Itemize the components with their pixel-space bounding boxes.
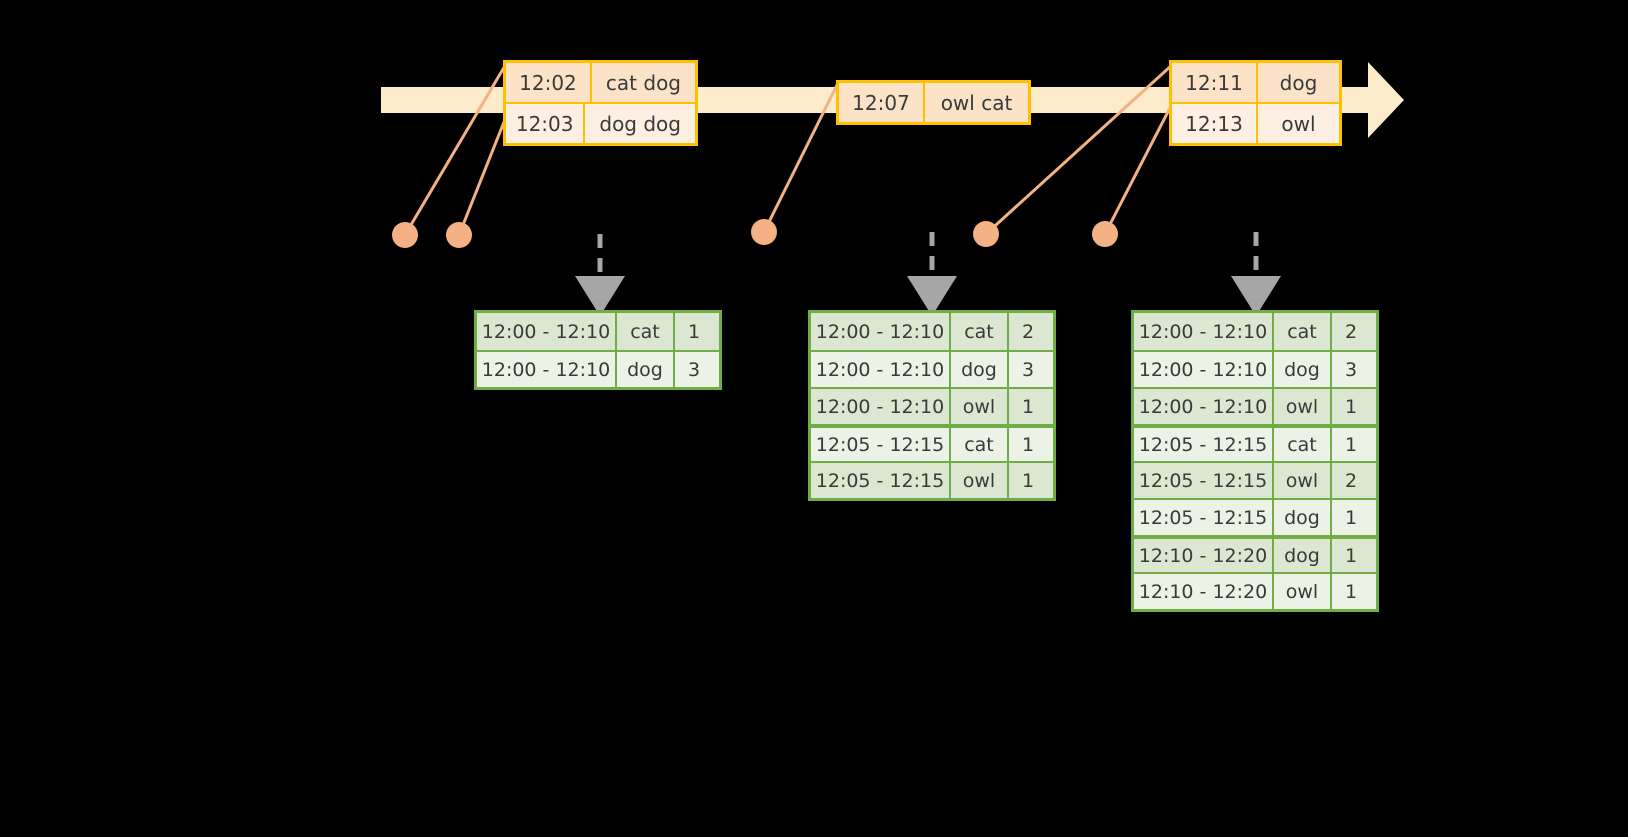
cell-window: 12:05 - 12:15 (1134, 463, 1274, 498)
event-dots (392, 219, 1118, 248)
event-time: 12:07 (839, 83, 925, 122)
cell-window: 12:05 - 12:15 (1134, 428, 1274, 461)
cell-window: 12:05 - 12:15 (811, 428, 951, 461)
event-row[interactable]: 12:02 cat dog (506, 63, 695, 102)
event-dot-4 (973, 221, 999, 247)
event-words: owl cat (940, 90, 1013, 115)
cell-word: owl (1274, 463, 1332, 498)
cell-count: 1 (1344, 544, 1358, 567)
cell-count: 2 (1344, 320, 1358, 343)
cell-window: 12:00 - 12:10 (1134, 352, 1274, 387)
cell-word: dog (1274, 352, 1332, 387)
cell-word: dog (617, 352, 675, 387)
event-time: 12:03 (506, 104, 586, 143)
event-group-1[interactable]: 12:02 cat dog 12:03 dog dog (503, 60, 698, 146)
event-time: 12:13 (1172, 104, 1258, 143)
cell-word: dog (1274, 500, 1332, 535)
cell-window: 12:10 - 12:20 (1134, 539, 1274, 572)
cell-word: owl (951, 463, 1009, 498)
cell-window: 12:00 - 12:10 (1134, 313, 1274, 350)
cell-word: cat (951, 313, 1009, 350)
cell-word: owl (1274, 574, 1332, 609)
event-group-3[interactable]: 12:11 dog 12:13 owl (1169, 60, 1342, 146)
cell-word: cat (951, 428, 1009, 461)
cell-window: 12:10 - 12:20 (1134, 574, 1274, 609)
event-row[interactable]: 12:03 dog dog (506, 102, 695, 143)
cell-count: 1 (687, 320, 701, 343)
cell-word: owl (951, 389, 1009, 424)
event-words: cat dog (605, 70, 681, 95)
cell-word: cat (617, 313, 675, 350)
cell-count: 3 (687, 358, 701, 381)
cell-count: 2 (1344, 469, 1358, 492)
cell-word: cat (1274, 428, 1332, 461)
cell-word: owl (1274, 389, 1332, 424)
cell-count: 1 (1021, 469, 1035, 492)
cell-window: 12:00 - 12:10 (477, 352, 617, 387)
cell-count: 1 (1021, 395, 1035, 418)
event-row[interactable]: 12:13 owl (1172, 102, 1339, 143)
cell-count: 2 (1021, 320, 1035, 343)
cell-count: 1 (1344, 580, 1358, 603)
cell-window: 12:00 - 12:10 (1134, 389, 1274, 424)
cell-count: 3 (1344, 358, 1358, 381)
cell-window: 12:05 - 12:15 (1134, 500, 1274, 535)
cell-count: 1 (1344, 395, 1358, 418)
event-dot-2 (446, 222, 472, 248)
event-row[interactable]: 12:11 dog (1172, 63, 1339, 102)
cell-window: 12:00 - 12:10 (811, 352, 951, 387)
cell-count: 3 (1021, 358, 1035, 381)
event-group-2[interactable]: 12:07 owl cat (836, 80, 1031, 125)
event-dot-1 (392, 222, 418, 248)
cell-window: 12:05 - 12:15 (811, 463, 951, 498)
cell-window: 12:00 - 12:10 (811, 389, 951, 424)
event-time: 12:11 (1172, 63, 1258, 102)
event-dot-5 (1092, 221, 1118, 247)
cell-word: dog (951, 352, 1009, 387)
cell-count: 1 (1021, 433, 1035, 456)
emit-arrows (575, 232, 1281, 316)
event-words: owl (1281, 111, 1316, 136)
cell-window: 12:00 - 12:10 (477, 313, 617, 350)
cell-count: 1 (1344, 433, 1358, 456)
cell-window: 12:00 - 12:10 (811, 313, 951, 350)
event-words: dog dog (599, 111, 681, 136)
event-time: 12:02 (506, 63, 592, 102)
cell-word: dog (1274, 539, 1332, 572)
event-row[interactable]: 12:07 owl cat (839, 83, 1028, 122)
event-words: dog (1279, 70, 1318, 95)
cell-count: 1 (1344, 506, 1358, 529)
cell-word: cat (1274, 313, 1332, 350)
event-dot-3 (751, 219, 777, 245)
